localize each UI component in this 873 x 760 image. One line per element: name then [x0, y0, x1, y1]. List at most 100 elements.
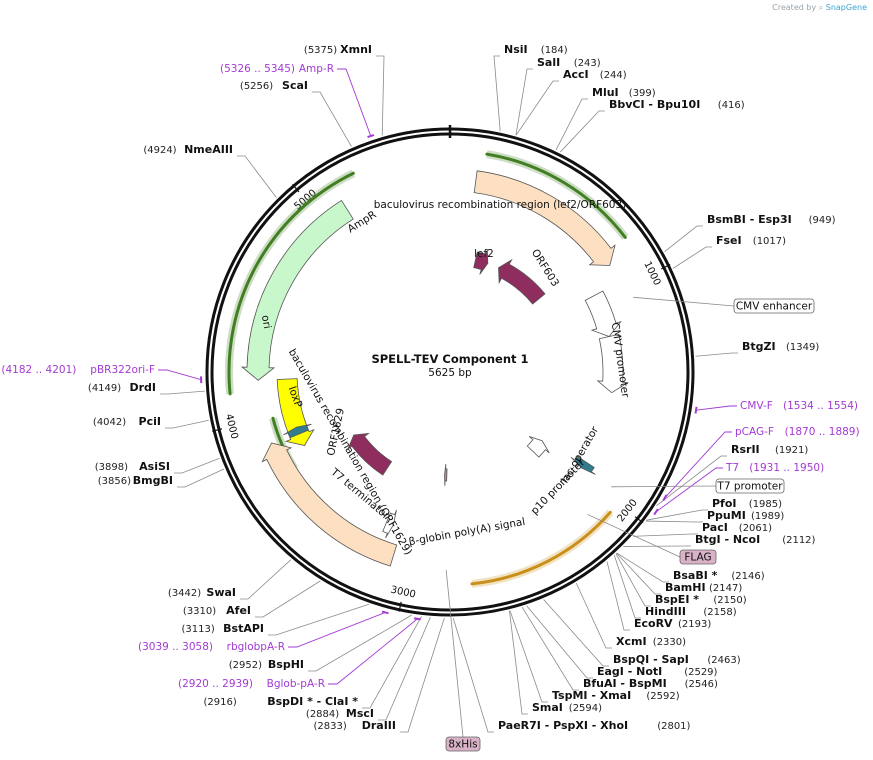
site-tspmi-xmai[interactable]: TspMI - XmaI(2592) — [552, 689, 680, 702]
site-leader-line — [543, 599, 609, 667]
site-name: ScaI — [282, 79, 308, 92]
feature-cmv-promoter[interactable] — [596, 333, 629, 394]
site-bspei[interactable]: BspEI * (2150) — [655, 593, 747, 606]
feature-cmv-enhancer[interactable] — [584, 290, 622, 338]
site-bfuai-bspmi[interactable]: BfuAI - BspMI(2546) — [583, 677, 718, 690]
callout-cmv-enhancer[interactable]: CMV enhancer — [733, 298, 815, 314]
site-btgi-ncoi[interactable]: BtgI - NcoI(2112) — [695, 533, 816, 546]
site-btgzi[interactable]: BtgZI(1349) — [742, 340, 819, 353]
site-hindiii[interactable]: HindIII (2158) — [645, 605, 737, 618]
site-msci[interactable]: MscI(2884) — [306, 707, 374, 720]
site-leader-line — [559, 110, 605, 153]
site-fsei[interactable]: FseI(1017) — [716, 234, 786, 247]
site-name: AsiSI — [139, 460, 170, 473]
snapgene-logo-icon: ⌕ — [818, 3, 824, 12]
site-position: (2146) — [731, 571, 764, 582]
site-name: BtgI - NcoI — [695, 533, 760, 546]
site-name: BsmBI - Esp3I — [707, 213, 792, 226]
feature-label-lef2: lef2 — [474, 248, 494, 260]
site-bmgbi[interactable]: BmgBI(3856) — [98, 474, 173, 487]
site-mlui[interactable]: MluI(399) — [592, 86, 656, 99]
primer-binding-mark — [367, 133, 375, 138]
site-leader-line — [575, 582, 612, 649]
site-bsabi[interactable]: BsaBI *(2146) — [673, 569, 765, 582]
site-rsrii[interactable]: RsrII(1921) — [731, 443, 808, 456]
site-xmni[interactable]: XmnI(5375) — [304, 43, 372, 56]
primer-pbr322ori-f[interactable]: pBR322ori-F(4182 .. 4201) — [1, 364, 155, 376]
site-name: BspEI * — [655, 593, 699, 606]
primer-bglob-pa-r[interactable]: Bglob-pA-R(2920 .. 2939) — [178, 678, 325, 690]
site-position: (2150) — [713, 595, 746, 606]
site-leader-line — [616, 552, 669, 583]
site-asisi[interactable]: AsiSI (3898) — [95, 460, 170, 473]
site-acci[interactable]: AccI(244) — [563, 68, 627, 81]
site-bsphi[interactable]: BspHI(2952) — [229, 658, 304, 671]
site-position: (3898) — [95, 462, 128, 473]
callout-flag[interactable]: FLAG — [679, 549, 717, 565]
site-name: BspDI * - ClaI * — [267, 695, 358, 708]
site-ecorv[interactable]: EcoRV(2193) — [634, 617, 711, 630]
primer-t7[interactable]: T7(1931 .. 1950) — [725, 462, 824, 474]
site-bstapi[interactable]: BstAPI(3113) — [182, 622, 264, 635]
primer-amp-r[interactable]: Amp-R(5326 .. 5345) — [220, 63, 334, 75]
site-nmeaiii[interactable]: NmeAIII (4924) — [143, 143, 233, 156]
feature-orf1629[interactable] — [346, 432, 393, 476]
feature-lac-operator[interactable] — [570, 455, 596, 475]
site-name: NmeAIII — [184, 143, 233, 156]
primer-leader-line — [288, 612, 386, 648]
primer-cmv-f[interactable]: CMV-F(1534 .. 1554) — [740, 400, 858, 412]
feature-globin-poly-a-signal[interactable] — [444, 463, 448, 486]
site-leader-line — [240, 559, 292, 600]
site-scai[interactable]: ScaI(5256) — [240, 79, 308, 92]
site-nsii[interactable]: NsiI(184) — [504, 43, 568, 56]
primer-rbglobpa-r[interactable]: rbglobpA-R(3039 .. 3058) — [138, 641, 285, 653]
site-position: (1349) — [786, 342, 819, 353]
plasmid-length: 5625 bp — [428, 367, 472, 379]
site-bspdi-clai[interactable]: BspDI * - ClaI *(2916) — [204, 695, 359, 708]
site-name: DrdI — [129, 381, 156, 394]
primer-pcag-f[interactable]: pCAG-F(1870 .. 1889) — [735, 426, 860, 438]
callout-8xhis[interactable]: 8xHis — [445, 736, 481, 752]
site-pfoi[interactable]: PfoI(1985) — [712, 497, 782, 510]
site-bspqi-sapi[interactable]: BspQI - SapI(2463) — [613, 653, 741, 666]
site-paci[interactable]: PacI(2061) — [702, 521, 772, 534]
site-bsmbi-esp3i[interactable]: BsmBI - Esp3I(949) — [707, 213, 836, 226]
feature-p10-promoter[interactable] — [526, 436, 550, 458]
site-position: (2529) — [684, 667, 717, 678]
site-leader-line — [615, 553, 651, 607]
feature-orf603[interactable] — [498, 258, 546, 305]
site-draiii[interactable]: DraIII(2833) — [314, 719, 396, 732]
site-sali[interactable]: SalI(243) — [537, 56, 601, 69]
site-xcmi[interactable]: XcmI(2330) — [616, 635, 686, 648]
site-smai[interactable]: SmaI(2594) — [532, 701, 602, 714]
feature-baculovirus-recombination-region-orf1629[interactable] — [261, 442, 398, 567]
feature-ampr[interactable] — [240, 199, 354, 381]
site-afei[interactable]: AfeI(3310) — [183, 604, 251, 617]
site-position: (2884) — [306, 709, 339, 720]
site-position: (4924) — [143, 145, 176, 156]
primer-range: (1931 .. 1950) — [749, 462, 824, 474]
primer-leader-line — [664, 431, 732, 499]
site-name: PciI — [139, 415, 161, 428]
site-paer7i-pspxi-xhoi[interactable]: PaeR7I - PspXI - XhoI(2801) — [498, 719, 691, 732]
site-bbvci-bpu10i[interactable]: BbvCI - Bpu10I(416) — [609, 98, 745, 111]
callout-t7-promoter[interactable]: T7 promoter — [715, 478, 785, 494]
site-swai[interactable]: SwaI(3442) — [168, 586, 236, 599]
site-bamhi[interactable]: BamHI(2147) — [665, 581, 742, 594]
site-leader-line — [362, 616, 422, 709]
feature-baculovirus-recombination-region-lef2-orf603[interactable] — [473, 170, 616, 266]
site-drdi[interactable]: DrdI(4149) — [88, 381, 156, 394]
site-eagi-noti[interactable]: EagI - NotI(2529) — [597, 665, 718, 678]
feature-t7-terminator[interactable] — [382, 509, 397, 539]
site-name: HindIII — [645, 605, 686, 618]
site-position: (2158) — [703, 607, 736, 618]
site-leader-line — [656, 455, 727, 507]
feature-loxp[interactable] — [283, 423, 312, 439]
site-name: PaeR7I - PspXI - XhoI — [498, 719, 628, 732]
site-ppumi[interactable]: PpuMI(1989) — [707, 509, 784, 522]
site-pcii[interactable]: PciI(4042) — [93, 415, 161, 428]
feature-lef2[interactable] — [473, 249, 489, 275]
